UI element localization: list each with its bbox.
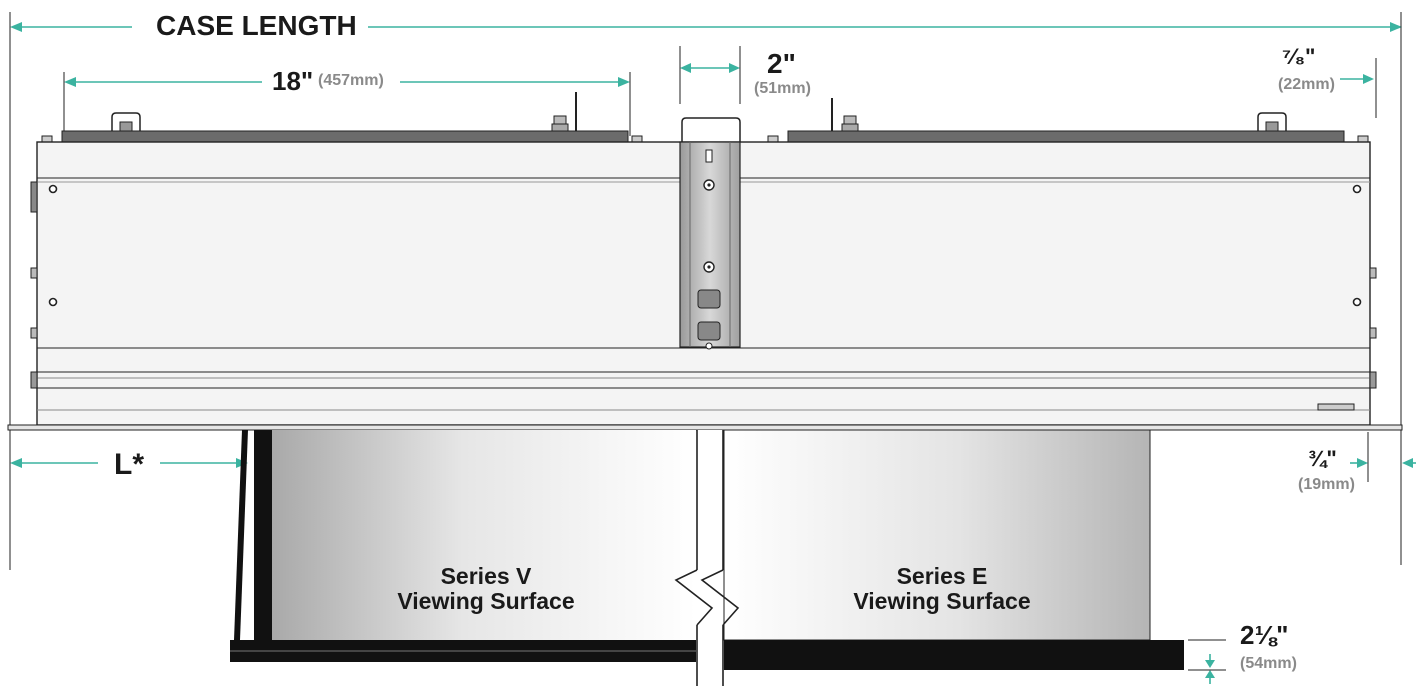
extension-lines <box>9 12 1402 671</box>
center-bracket-imperial: 2" <box>767 48 796 79</box>
right-extension-metric: (19mm) <box>1298 476 1355 493</box>
center-bracket-metric: (51mm) <box>754 80 811 97</box>
series-v-subtitle: Viewing Surface <box>397 588 575 614</box>
right-offset-metric: (22mm) <box>1278 76 1335 93</box>
dimension-lines <box>10 22 1416 684</box>
series-e-label: Series E Viewing Surface <box>842 564 1042 614</box>
series-v-name: Series V <box>440 563 532 589</box>
mounting-plates <box>41 92 1369 143</box>
series-v-label: Series V Viewing Surface <box>386 564 586 614</box>
bottom-border-imperial: 2⅛" <box>1240 620 1289 650</box>
series-e-name: Series E <box>896 563 988 589</box>
bracket-spacing-imperial: 18" <box>272 66 314 96</box>
series-e-subtitle: Viewing Surface <box>853 588 1031 614</box>
bottom-border-metric: (54mm) <box>1240 655 1297 672</box>
center-bracket <box>679 117 741 350</box>
left-extension-label: L* <box>114 448 144 481</box>
case-length-label: CASE LENGTH <box>156 10 357 41</box>
viewing-surfaces <box>230 429 1184 686</box>
right-extension-imperial: ¾" <box>1308 446 1337 471</box>
right-offset-imperial: ⁷⁄₈" <box>1282 44 1316 69</box>
bracket-spacing-metric: (457mm) <box>318 72 384 89</box>
